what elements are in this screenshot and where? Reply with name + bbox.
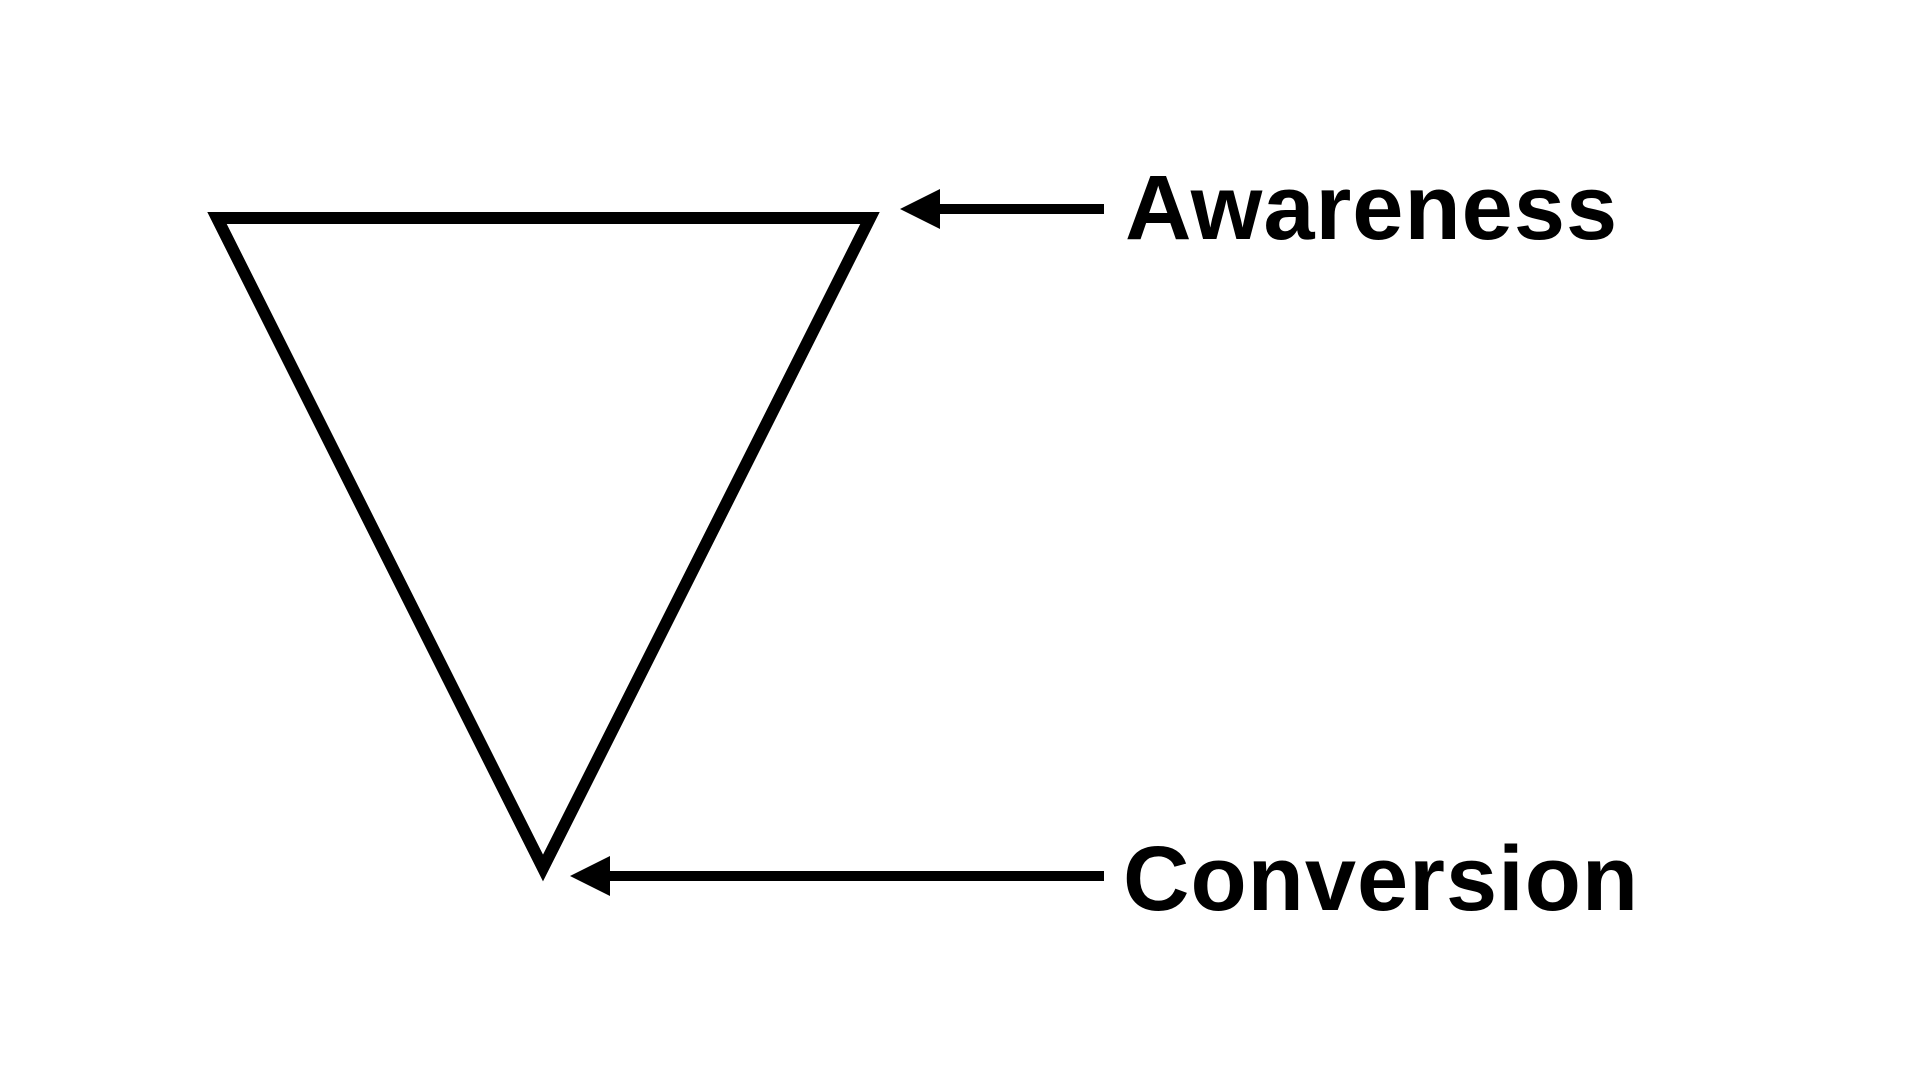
conversion-label: Conversion	[1123, 828, 1640, 930]
funnel-triangle	[207, 212, 880, 882]
conversion-arrow-head	[570, 856, 610, 896]
awareness-arrow-head	[900, 189, 940, 229]
awareness-label: Awareness	[1125, 157, 1619, 259]
awareness-arrow	[900, 189, 1104, 229]
conversion-arrow	[570, 856, 1104, 896]
